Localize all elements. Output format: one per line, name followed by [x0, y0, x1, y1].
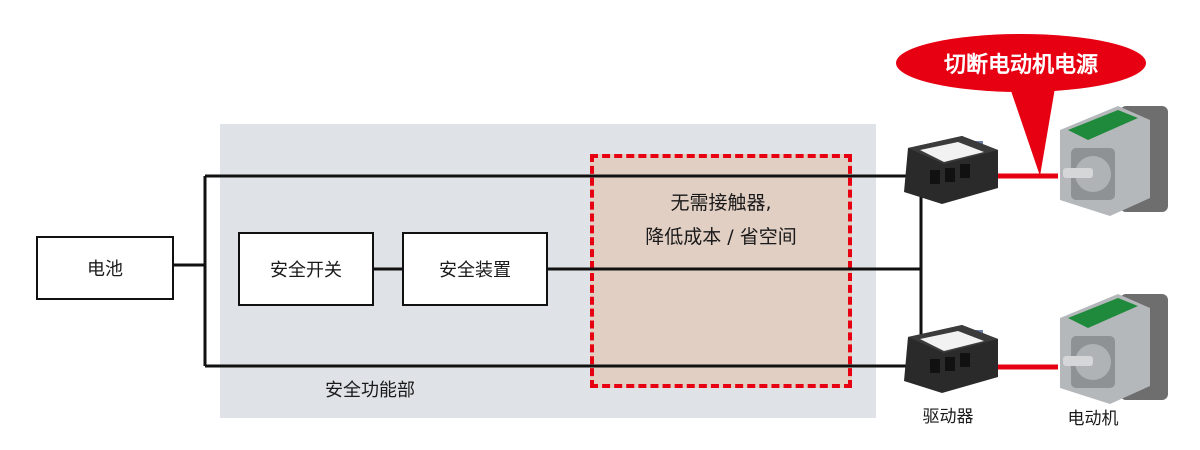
driver-icon-top [904, 136, 998, 204]
driver-icon-bottom [904, 325, 998, 393]
driver-label: 驱动器 [922, 407, 974, 427]
highlight-line-1: 无需接触器, [670, 192, 772, 214]
callout-pointer [1008, 82, 1056, 176]
callout-text: 切断电动机电源 [943, 53, 1098, 78]
motor-label: 电动机 [1067, 409, 1119, 429]
safety-device-box: 安全装置 [402, 232, 548, 306]
safety-function-label: 安全功能部 [325, 380, 415, 401]
safety-device-label: 安全装置 [439, 260, 511, 281]
motor-icon-top [1060, 106, 1168, 216]
highlight-text: 无需接触器, 降低成本 / 省空间 [590, 186, 852, 254]
safety-switch-box: 安全开关 [238, 232, 374, 306]
callout-bubble [896, 34, 1146, 92]
highlight-line-2: 降低成本 / 省空间 [645, 226, 797, 248]
battery-box: 电池 [36, 236, 174, 300]
no-contactor-highlight [590, 154, 852, 388]
motor-icon-bottom [1060, 294, 1168, 404]
battery-label: 电池 [87, 259, 123, 280]
safety-switch-label: 安全开关 [270, 260, 342, 281]
